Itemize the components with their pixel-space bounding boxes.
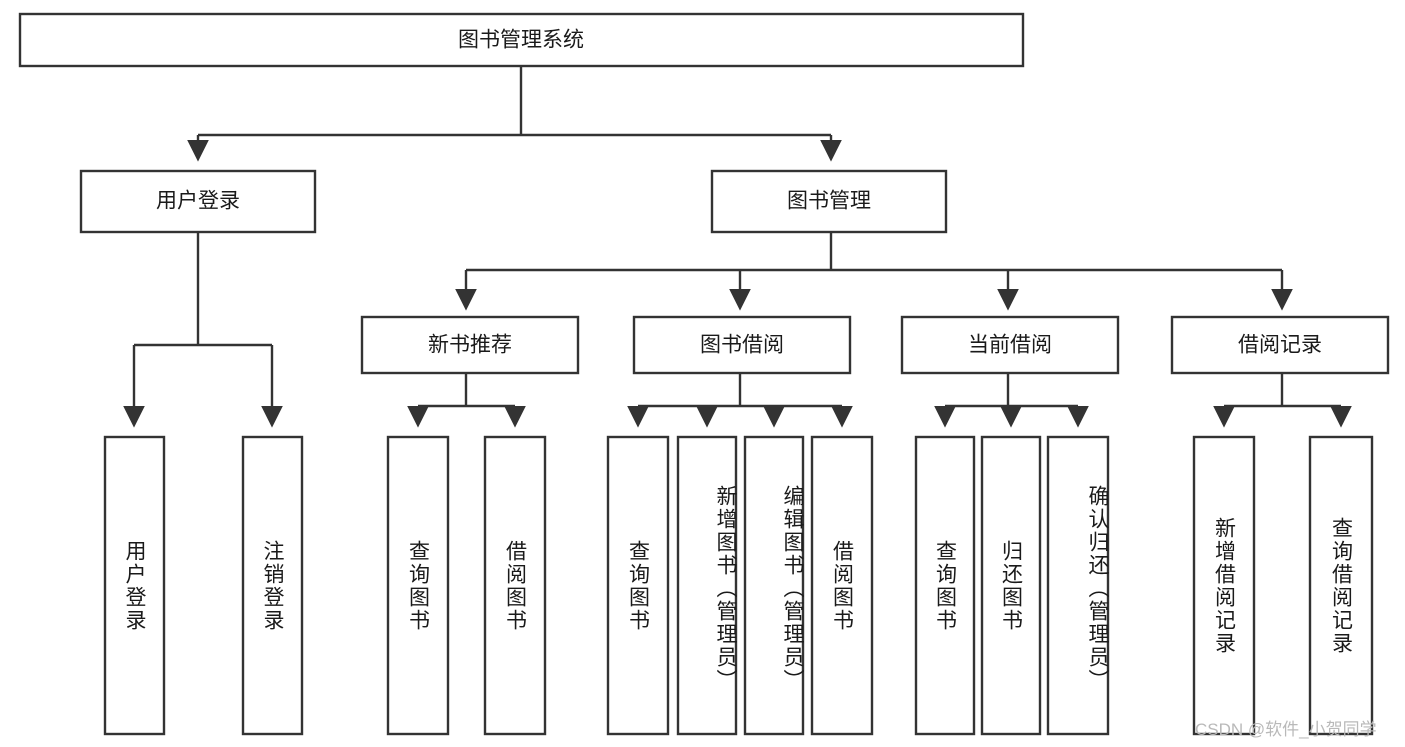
- leaf-boxes: [103, 435, 1374, 736]
- node-book-borrow-label: 图书借阅: [700, 334, 784, 357]
- node-new-book-recommend[interactable]: 新书推荐: [360, 315, 580, 375]
- node-current-borrow[interactable]: 当前借阅: [900, 315, 1120, 375]
- node-book-management-label: 图书管理: [787, 190, 871, 213]
- leaf-box-new-book-0[interactable]: [386, 435, 450, 736]
- leaf-box-borrow-record-1[interactable]: [1308, 435, 1374, 736]
- node-root[interactable]: 图书管理系统: [18, 12, 1025, 68]
- leaf-box-book-borrow-3[interactable]: [810, 435, 874, 736]
- node-borrow-record[interactable]: 借阅记录: [1170, 315, 1390, 375]
- connectors: [123, 66, 1352, 428]
- node-root-box[interactable]: [18, 12, 1025, 68]
- node-book-management-box[interactable]: [710, 169, 948, 234]
- node-borrow-record-label: 借阅记录: [1238, 334, 1322, 357]
- leaf-box-book-borrow-1[interactable]: [676, 435, 738, 736]
- leaf-box-new-book-1[interactable]: [483, 435, 547, 736]
- csdn-watermark: CSDN @软件_小贺同学: [1195, 720, 1377, 739]
- node-new-book-recommend-label: 新书推荐: [428, 334, 512, 357]
- leaf-box-book-borrow-0[interactable]: [606, 435, 670, 736]
- node-current-borrow-label: 当前借阅: [968, 334, 1052, 357]
- leaf-box-current-borrow-0[interactable]: [914, 435, 976, 736]
- node-new-book-recommend-box[interactable]: [360, 315, 580, 375]
- leaf-box-borrow-record-0[interactable]: [1192, 435, 1256, 736]
- node-current-borrow-box[interactable]: [900, 315, 1120, 375]
- leaf-box-user-login-1[interactable]: [241, 435, 304, 736]
- node-borrow-record-box[interactable]: [1170, 315, 1390, 375]
- node-user-login-label: 用户登录: [156, 190, 240, 213]
- node-book-borrow[interactable]: 图书借阅: [632, 315, 852, 375]
- node-book-management[interactable]: 图书管理: [710, 169, 948, 234]
- node-root-label: 图书管理系统: [458, 29, 584, 52]
- leaf-box-current-borrow-1[interactable]: [980, 435, 1042, 736]
- node-user-login-box[interactable]: [79, 169, 317, 234]
- leaf-box-current-borrow-2[interactable]: [1046, 435, 1110, 736]
- node-user-login[interactable]: 用户登录: [79, 169, 317, 234]
- leaf-box-book-borrow-2[interactable]: [743, 435, 805, 736]
- leaf-box-user-login-0[interactable]: [103, 435, 166, 736]
- node-book-borrow-box[interactable]: [632, 315, 852, 375]
